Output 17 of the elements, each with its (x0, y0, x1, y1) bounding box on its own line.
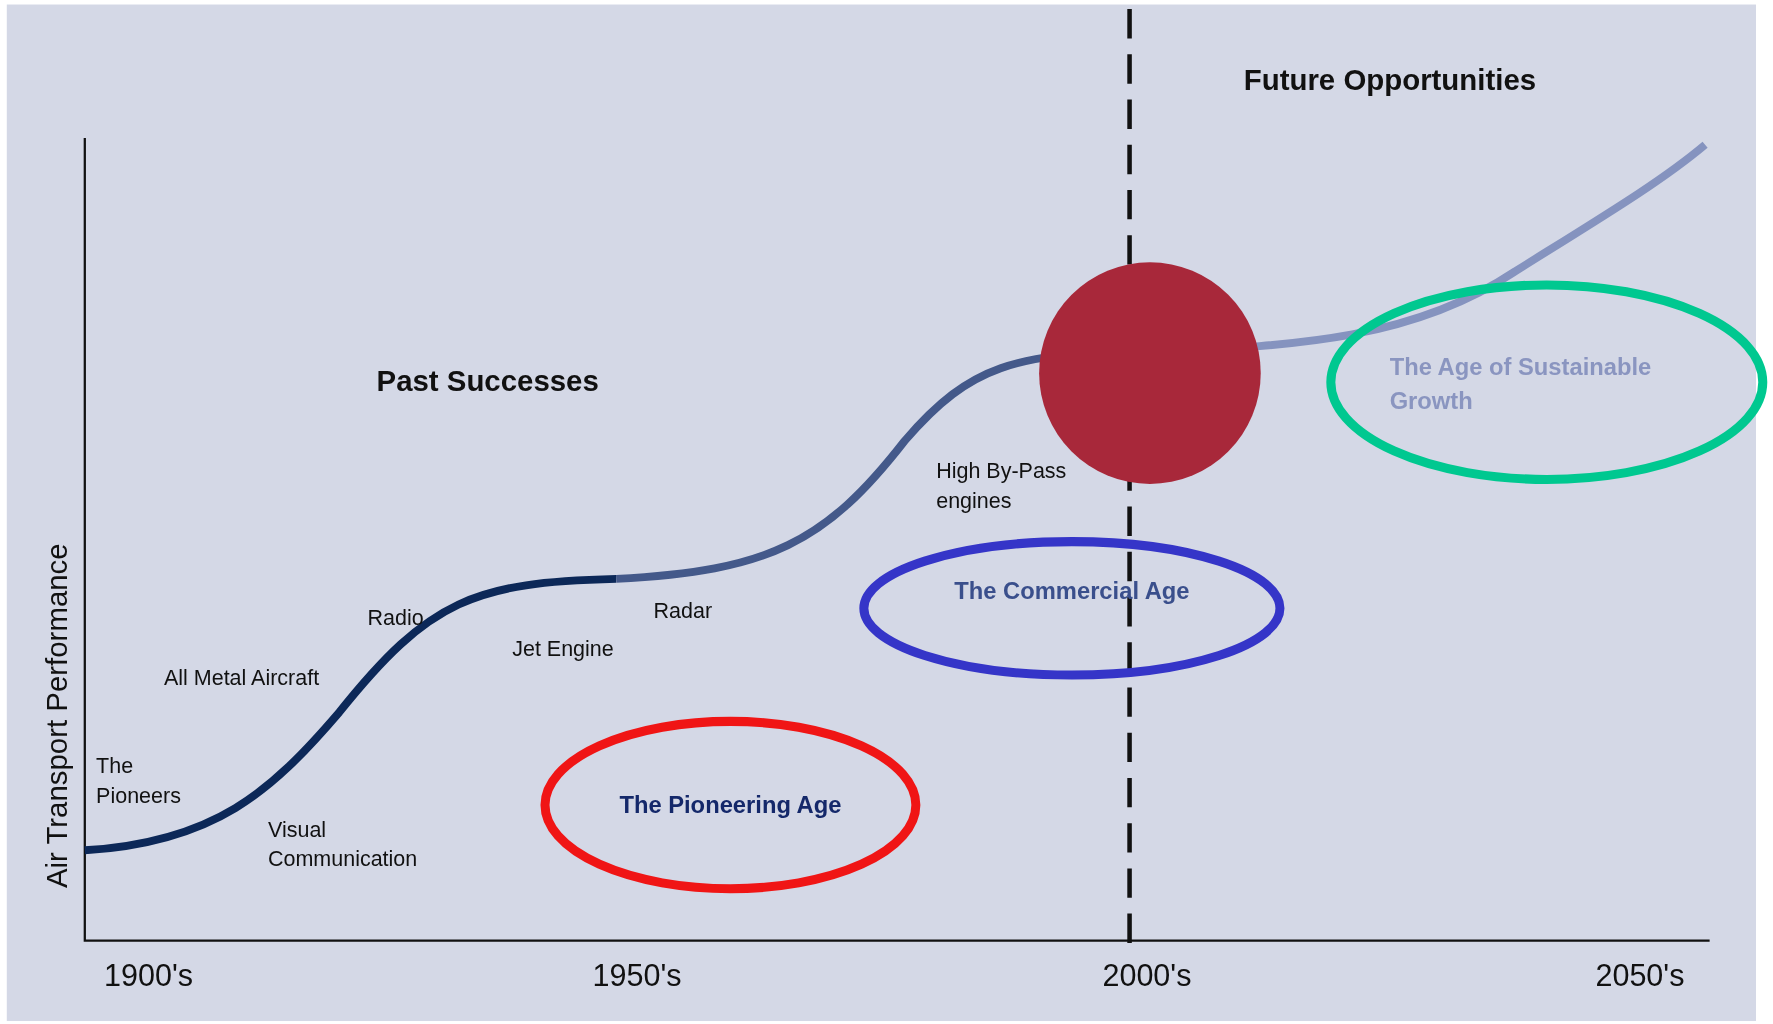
age-label: The Commercial Age (953, 576, 1191, 606)
milestone-label: Radar (653, 598, 713, 625)
milestone-label: The Pioneers (96, 753, 182, 810)
milestone-label: All Metal Aircraft (163, 665, 320, 692)
milestone-label: High By-Pass engines (936, 458, 1068, 515)
milestone-label: Visual Communication (268, 816, 419, 873)
tick-label: 1900's (104, 961, 194, 991)
section-heading: Past Successes (376, 366, 599, 396)
tick-label: 1950's (592, 961, 682, 991)
section-heading: Future Opportunities (1243, 65, 1537, 95)
tick-label: 2050's (1595, 961, 1685, 991)
axis-title: Air Transport Performance (41, 542, 72, 891)
milestone-label: Jet Engine (512, 635, 614, 663)
age-label: The Pioneering Age (618, 790, 843, 820)
tick-label: 2000's (1102, 961, 1192, 991)
milestone-label: Radio (367, 605, 424, 632)
age-label: The Age of Sustainable Growth (1389, 352, 1653, 416)
